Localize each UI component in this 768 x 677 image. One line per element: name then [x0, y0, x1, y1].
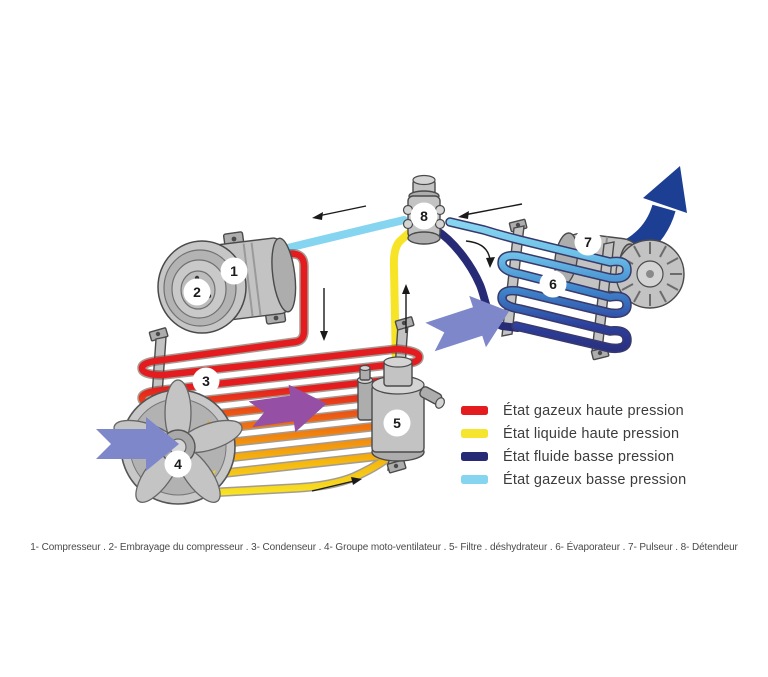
flow-arrow-to-valve	[458, 203, 523, 219]
badge-evaporator: 6	[539, 270, 567, 298]
badge-blower: 7	[574, 228, 602, 256]
badge-compressor: 1	[220, 257, 248, 285]
flow-arrow-to-filter	[311, 477, 362, 492]
legend-item: État gazeux basse pression	[461, 468, 761, 491]
flow-arrow-discharge-down	[320, 288, 328, 341]
svg-text:4: 4	[174, 456, 182, 472]
legend-label: État gazeux haute pression	[503, 402, 684, 419]
legend-label: État fluide basse pression	[503, 448, 675, 465]
flow-arrow-liquid-up	[402, 284, 410, 333]
pipe-liquid-riser	[389, 228, 414, 372]
svg-text:2: 2	[193, 284, 201, 300]
flow-arrow-to-compressor	[312, 205, 367, 220]
svg-text:8: 8	[420, 208, 428, 224]
condenser-hot-air-arrow	[248, 384, 327, 433]
badge-filter: 5	[383, 409, 411, 437]
ac-circuit-diagram: 1 2 3 4 5 6 7 8	[96, 166, 687, 505]
flow-arrow-valve-down	[465, 240, 495, 268]
legend-swatch-gas-low	[461, 475, 488, 484]
legend-swatch-liquid-high	[461, 429, 488, 438]
legend-label: État liquide haute pression	[503, 425, 680, 442]
legend-item: État liquide haute pression	[461, 422, 761, 445]
badge-expansion-valve: 8	[410, 202, 438, 230]
evaporator-airflow-arrow	[425, 295, 509, 352]
badge-clutch: 2	[183, 278, 211, 306]
components-caption: 1- Compresseur . 2- Embrayage du compres…	[30, 542, 738, 553]
legend-item: État gazeux haute pression	[461, 399, 761, 422]
fan-airflow-arrow	[96, 417, 179, 471]
svg-text:1: 1	[230, 263, 238, 279]
svg-text:3: 3	[202, 373, 210, 389]
svg-text:7: 7	[584, 234, 592, 250]
legend-swatch-gas-high	[461, 406, 488, 415]
legend: État gazeux haute pression État liquide …	[461, 399, 761, 491]
legend-item: État fluide basse pression	[461, 445, 761, 468]
svg-text:5: 5	[393, 415, 401, 431]
badge-fan: 4	[164, 450, 192, 478]
legend-label: État gazeux basse pression	[503, 471, 687, 488]
svg-text:6: 6	[549, 276, 557, 292]
legend-swatch-fluid-low	[461, 452, 488, 461]
badge-condenser: 3	[192, 367, 220, 395]
